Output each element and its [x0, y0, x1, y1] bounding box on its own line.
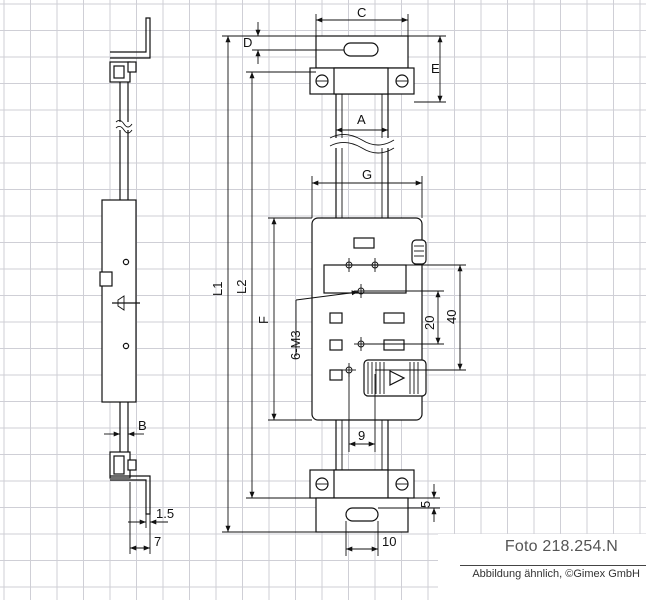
dim-5-label: 5	[418, 501, 433, 508]
side-view: B 1.5 7	[99, 17, 174, 554]
dim-9-label: 9	[358, 428, 365, 443]
bottom-mount-plate	[315, 497, 409, 533]
dim-20-label: 20	[422, 316, 437, 330]
dim-l2-label: L2	[234, 280, 249, 294]
dim-a-label: A	[357, 112, 366, 127]
body-window	[323, 264, 407, 294]
side-bottom-screw	[127, 459, 137, 471]
side-body	[101, 199, 137, 403]
dim-1-5-label: 1.5	[156, 506, 174, 521]
dimension-lines: C D E A G L1 L2 F	[210, 5, 466, 556]
side-bottom-bracket	[110, 475, 151, 515]
dim-d-label: D	[243, 35, 252, 50]
top-mount-slot	[343, 42, 379, 57]
copyright-credit: Abbildung ähnlich, ©Gimex GmbH	[472, 568, 640, 580]
bottom-mount-slot	[345, 507, 379, 522]
photo-reference: Foto 218.254.N	[504, 538, 618, 555]
footer-divider	[460, 565, 646, 566]
side-top-clamp-inner	[113, 65, 125, 79]
side-lock	[99, 271, 113, 287]
dim-f-label: F	[256, 316, 271, 324]
footer: Foto 218.254.N Abbildung ähnlich, ©Gimex…	[438, 534, 646, 600]
dim-7-label: 7	[154, 534, 161, 549]
dim-e-label: E	[431, 61, 440, 76]
side-top-screw	[127, 61, 137, 73]
top-knob	[411, 239, 427, 265]
adjuster-arrow	[389, 370, 406, 386]
dim-thread-label: 6-M3	[288, 330, 303, 360]
dim-g-label: G	[362, 167, 372, 182]
front-view	[309, 35, 427, 533]
dim-c-label: C	[357, 5, 366, 20]
body-slot-1	[353, 237, 375, 249]
dim-40-label: 40	[444, 310, 459, 324]
dim-l1-label: L1	[210, 282, 225, 296]
dim-b-label: B	[138, 418, 147, 433]
side-bottom-clamp-inner	[113, 455, 125, 475]
dim-10-label: 10	[382, 534, 396, 549]
side-top-bracket	[110, 17, 151, 59]
